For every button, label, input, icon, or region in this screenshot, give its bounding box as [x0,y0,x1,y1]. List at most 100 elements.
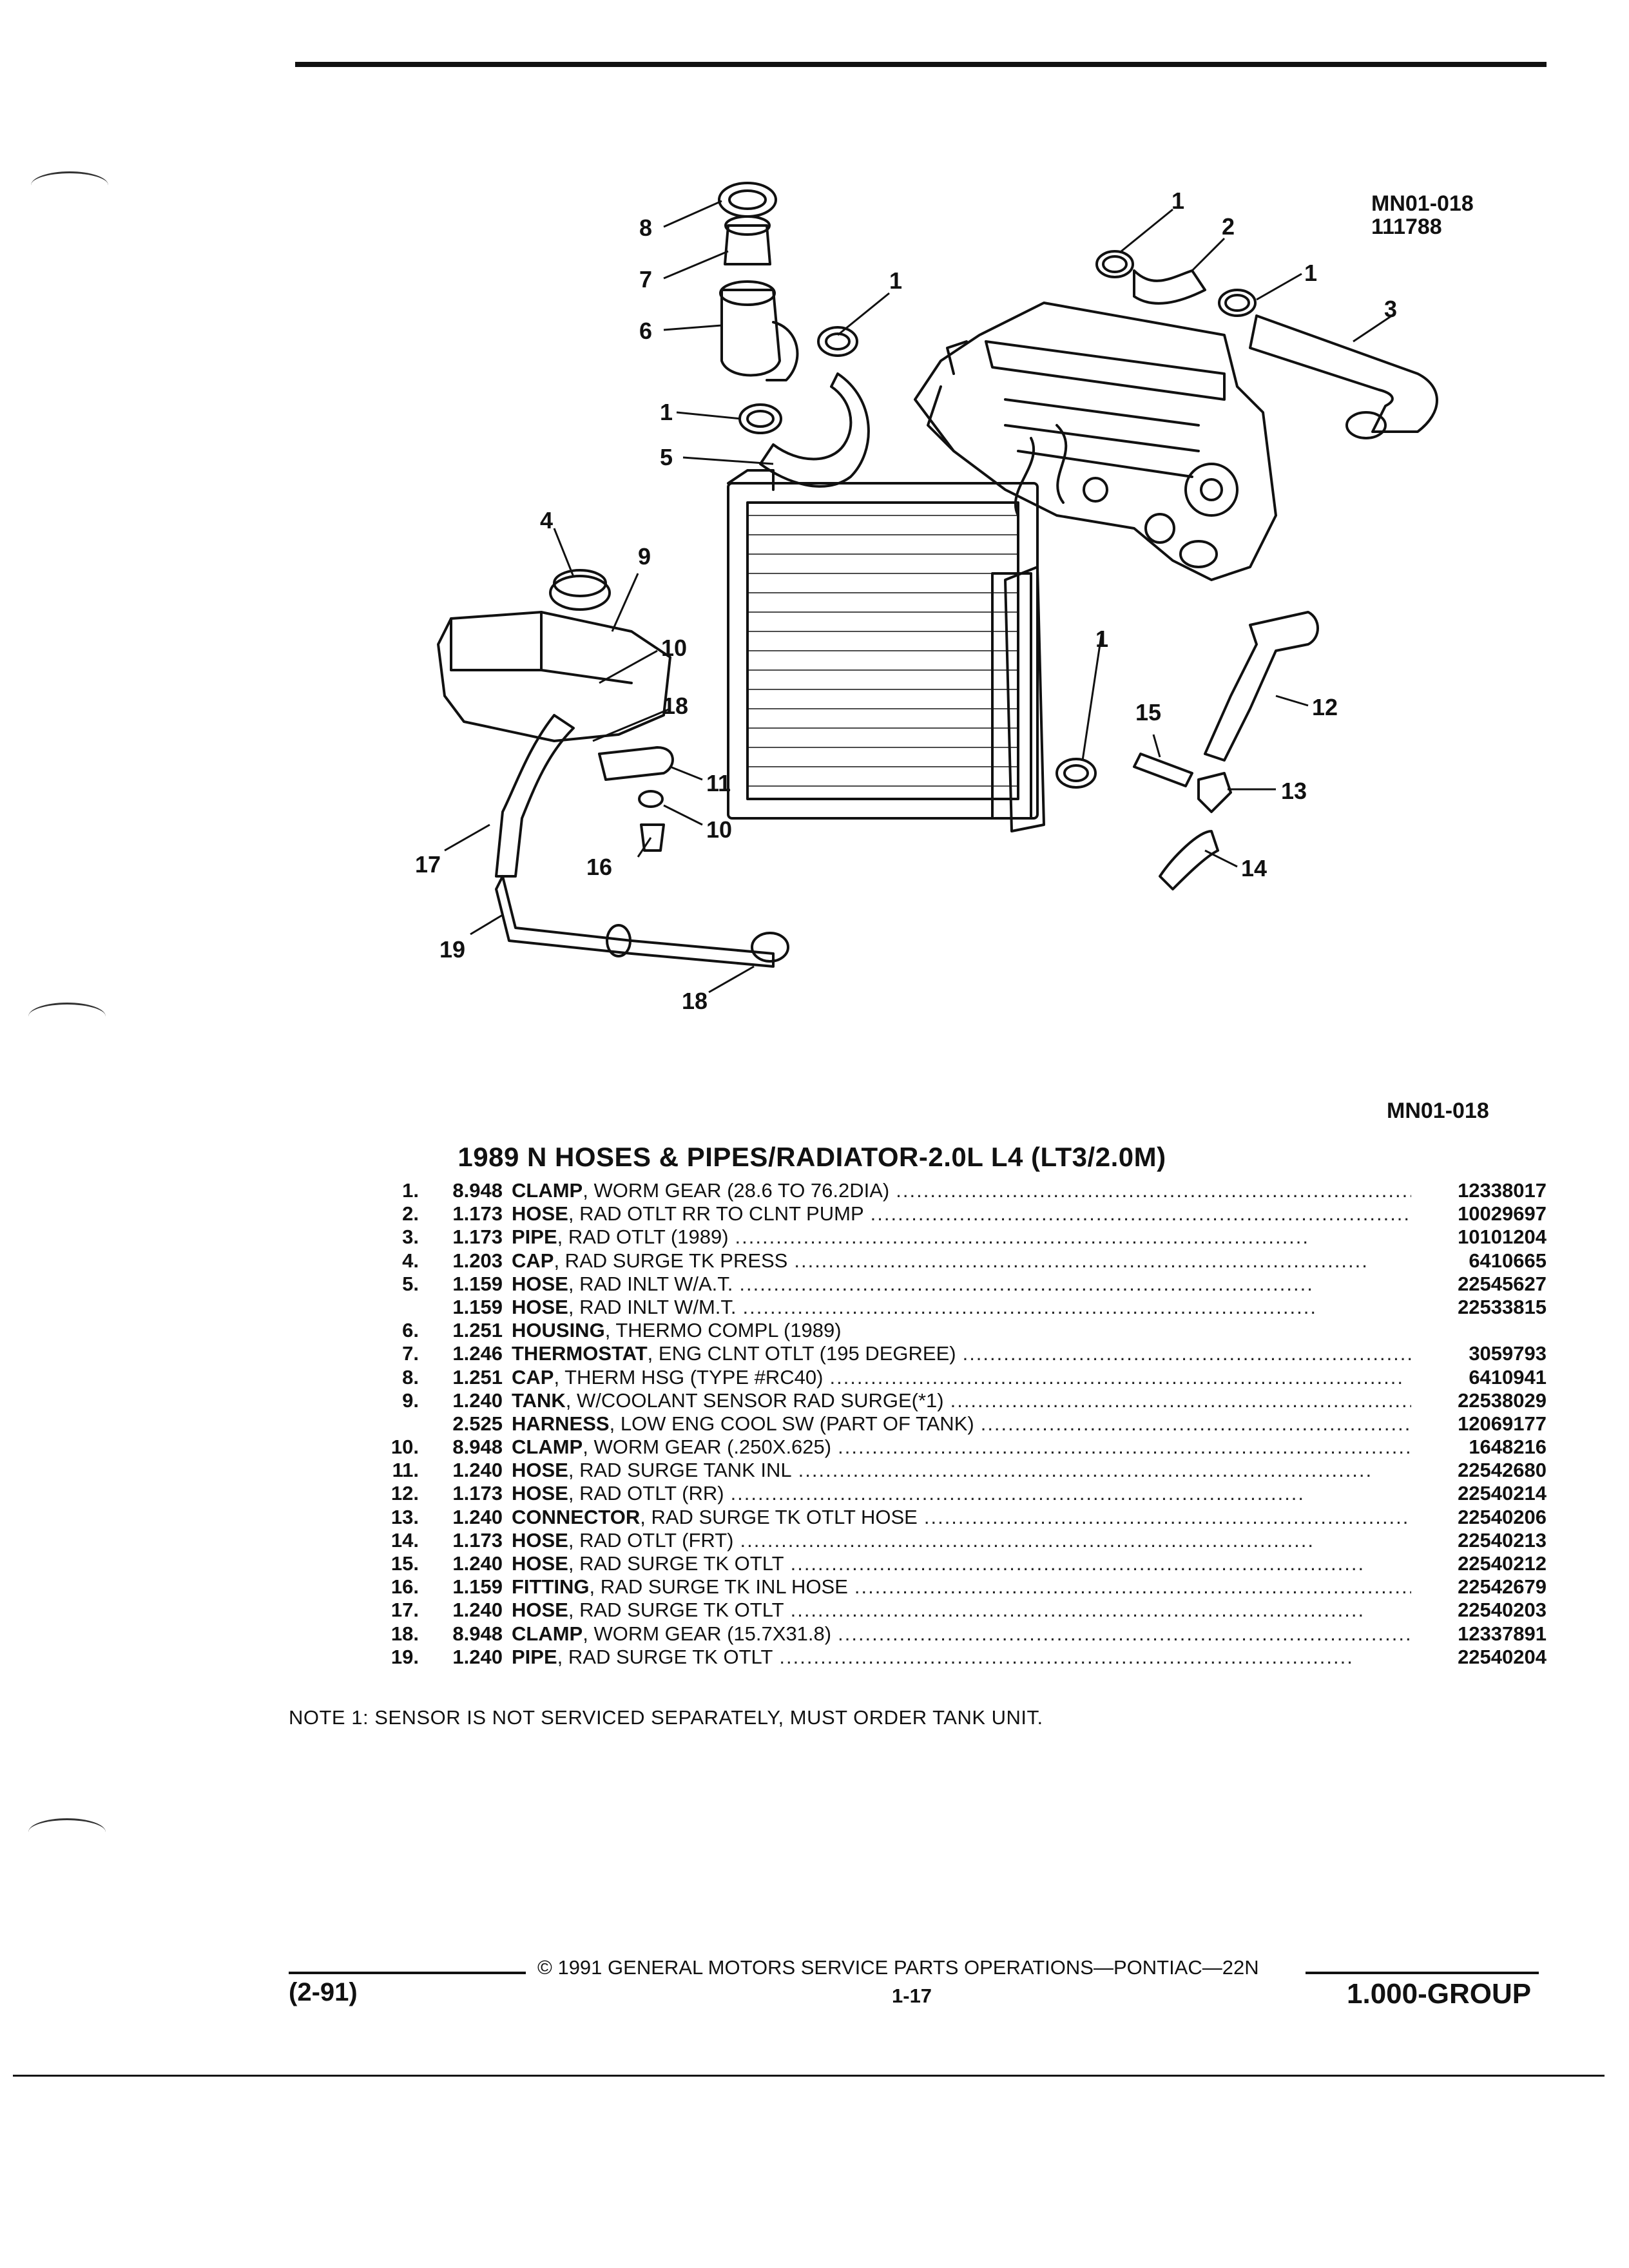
dot-leader: ........................................… [739,1272,1314,1295]
item-group: 1.240 [452,1645,503,1668]
therm-cap-8-illustration [718,182,777,218]
item-description: HOSE, RAD OTLT RR TO CLNT PUMP..........… [512,1202,1411,1225]
item-number: 12. [390,1482,419,1505]
item-detail: , THERM HSG (TYPE #RC40) [554,1365,824,1389]
item-description: TANK, W/COOLANT SENSOR RAD SURGE(*1)....… [512,1389,1411,1412]
item-group: 8.948 [452,1179,503,1202]
item-description: CAP, THERM HSG (TYPE #RC40).............… [512,1366,1411,1389]
footer-group: 1.000-GROUP [1347,1978,1532,2010]
callout-13: 13 [1281,778,1307,804]
diagram-ref-date: 111788 [1371,215,1442,239]
dot-leader: ........................................… [838,1436,1411,1459]
item-group: 1.251 [452,1319,503,1342]
item-group: 1.251 [452,1365,503,1389]
item-description: HOSE, RAD SURGE TANK INL................… [512,1459,1411,1482]
item-name: HOSE [512,1295,568,1318]
item-number: 19. [390,1645,419,1668]
part-number: 10029697 [1458,1202,1547,1225]
part-number: 12069177 [1458,1412,1547,1435]
item-name: CAP [512,1365,554,1389]
diagram-ref-code: MN01-018 [1371,191,1474,216]
top-rule [295,62,1547,67]
callout-6: 6 [639,318,652,344]
surge-tank-9-illustration [437,611,671,742]
item-group: 1.159 [452,1575,503,1599]
item-group: 1.159 [452,1295,503,1318]
item-description: FITTING, RAD SURGE TK INL HOSE..........… [512,1575,1411,1599]
item-number: 18. [390,1622,419,1645]
callout-1: 1 [1095,626,1108,652]
hose-17-illustration [495,714,575,878]
callout-5: 5 [660,444,673,470]
item-description: HARNESS, LOW ENG COOL SW (PART OF TANK).… [512,1412,1411,1436]
part-number: 12337891 [1458,1622,1547,1645]
item-detail: , RAD INLT W/M.T. [568,1295,737,1318]
part-number: 10101204 [1458,1225,1547,1249]
part-number: 3059793 [1469,1342,1547,1365]
margin-mark [28,1818,106,1846]
item-number: 8. [402,1365,419,1389]
part-number: 6410665 [1469,1249,1547,1272]
item-description: CONNECTOR, RAD SURGE TK OTLT HOSE.......… [512,1506,1411,1529]
hose-12-illustration [1204,611,1319,762]
item-group: 1.173 [452,1528,503,1552]
item-description: HOSE, RAD INLT W/A.T....................… [512,1273,1411,1296]
item-name: PIPE [512,1645,557,1668]
item-name: HOSE [512,1459,568,1482]
callout-18: 18 [682,988,708,1014]
item-description: PIPE, RAD OTLT (1989)...................… [512,1225,1411,1249]
radiator-illustration [727,469,1045,832]
item-name: TANK [512,1389,566,1412]
item-name: CLAMP [512,1179,583,1202]
item-number: 1. [402,1179,419,1202]
item-number: 5. [402,1272,419,1295]
item-detail: , W/COOLANT SENSOR RAD SURGE(*1) [565,1389,944,1412]
part-number: 22538029 [1458,1389,1547,1412]
item-number: 7. [402,1342,419,1365]
part-number: 22533815 [1458,1295,1547,1318]
callout-10: 10 [661,635,687,661]
part-number: 22540213 [1458,1528,1547,1552]
dot-leader: ........................................… [896,1179,1411,1202]
hose-11-illustration [598,746,674,781]
callout-10: 10 [706,816,732,843]
item-detail: , LOW ENG COOL SW (PART OF TANK) [609,1412,974,1435]
item-detail: , WORM GEAR (.250X.625) [583,1436,832,1459]
part-number: 22540204 [1458,1645,1547,1668]
callout-2: 2 [1222,213,1235,240]
item-name: CAP [512,1249,554,1272]
callout-14: 14 [1241,855,1267,881]
item-name: CONNECTOR [512,1505,641,1528]
item-detail: , THERMO COMPL (1989) [604,1319,842,1342]
item-name: HOSE [512,1272,568,1295]
callout-7: 7 [639,266,652,293]
dot-leader: ........................................… [870,1202,1411,1225]
item-detail: , RAD SURGE TANK INL [568,1459,792,1482]
parts-row: 8. 1.251 CAP, THERM HSG (TYPE #RC40)......… [348,1366,1547,1389]
callout-15: 15 [1135,699,1161,726]
item-group: 1.240 [452,1505,503,1528]
part-number: 1648216 [1469,1436,1547,1459]
callout-1: 1 [1171,187,1184,214]
callout-4: 4 [540,507,553,533]
item-detail: , RAD SURGE TK INL HOSE [589,1575,848,1599]
item-description: CLAMP, WORM GEAR (.250X.625)............… [512,1436,1411,1459]
item-description: CAP, RAD SURGE TK PRESS.................… [512,1249,1411,1273]
item-group: 1.240 [452,1552,503,1575]
footer-copyright: © 1991 GENERAL MOTORS SERVICE PARTS OPER… [537,1956,1259,1979]
hose-5-illustration [759,372,870,488]
part-number: 22540212 [1458,1552,1547,1575]
item-name: PIPE [512,1225,557,1249]
dot-leader: ........................................… [735,1225,1310,1249]
